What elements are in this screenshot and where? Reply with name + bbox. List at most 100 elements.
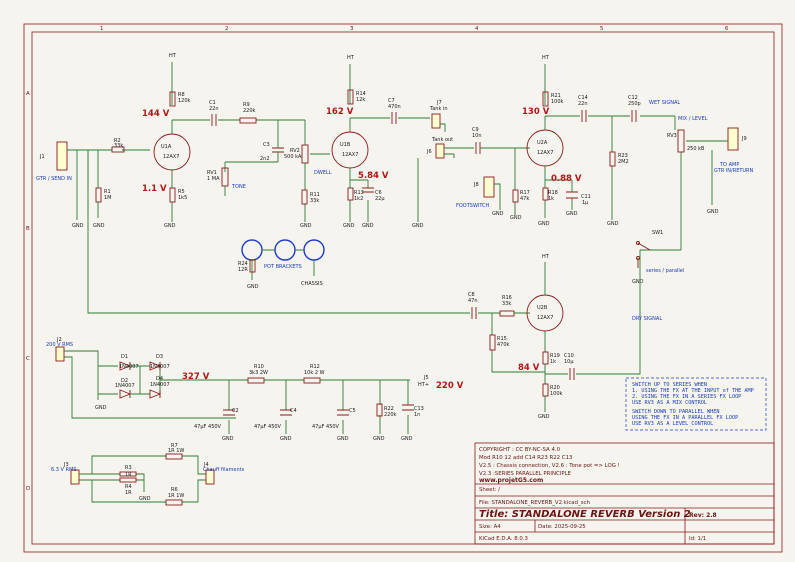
r9-val: 220k	[243, 108, 256, 114]
r9-ref: R9	[243, 102, 250, 108]
frame-row-labels: A B C D	[26, 91, 30, 492]
d3-ref: D3	[156, 354, 163, 360]
note-line-4: USE RV3 AS A MIX CONTROL	[632, 400, 707, 406]
c5-ref: C5	[349, 408, 356, 414]
r13-val: 1k2	[354, 196, 363, 202]
wet-signal-label: WET SIGNAL	[649, 100, 680, 106]
sheet-frame-inner	[31, 31, 775, 545]
j4-label: Chauff filaments	[203, 467, 245, 473]
r23-ref: R23	[618, 153, 628, 159]
r2-val: 33k	[114, 143, 123, 149]
psu-220v: 220 V	[436, 381, 464, 391]
j8-connector	[483, 176, 495, 198]
j3-ref: J3	[63, 462, 69, 468]
pot-label: POT BRACKETS	[264, 264, 302, 270]
stage-u2a: C9 10n R17 47k GND U2A 12AX7 HT R21 100k…	[472, 55, 680, 227]
r8-ref: R8	[178, 92, 185, 98]
r20-ref: R20	[550, 385, 560, 391]
gnd-label: GND	[280, 436, 292, 442]
c6-val: 22µ	[375, 196, 385, 202]
r12-val: 10k 2 W	[304, 370, 325, 376]
stage-u1b: U1B 12AX7 HT R14 12k 162 V 5.84 V R13 1k…	[326, 55, 504, 229]
v1b-cathode: 5.84 V	[358, 171, 389, 181]
gnd-label: GND	[607, 221, 619, 227]
r14-ref: R14	[356, 91, 366, 97]
r10-val: 3k3 2W	[249, 370, 268, 376]
j4-ref: J4	[203, 462, 209, 468]
gnd-label: GND	[337, 436, 349, 442]
note-line-1: SWITCH UP TO SERIES WHEN	[632, 382, 707, 388]
j5-ref: J5	[423, 375, 429, 381]
j7-label: Tank in	[429, 106, 448, 112]
tb-size: Size: A4	[479, 524, 501, 530]
u2b-tube	[526, 294, 564, 332]
c13-val: 1n	[414, 412, 420, 418]
gnd-label: GND	[510, 215, 522, 221]
j6-label: Tank out	[431, 137, 453, 143]
r5-val: 1k5	[178, 195, 187, 201]
r24-val: 12R	[238, 267, 248, 273]
u1b-val: 12AX7	[342, 152, 358, 158]
c3-val: 2n2	[260, 156, 270, 162]
r16-ref: R16	[502, 295, 512, 301]
stage-u2b: C8 47n R16 33k R15 470k U2B 12AX7 HT R19…	[87, 150, 662, 420]
tb-rev: Rev: 2.8	[689, 512, 717, 519]
c12-ref: C12	[628, 95, 638, 101]
r4-val: 1R	[125, 490, 132, 496]
u2a-val: 12AX7	[537, 150, 553, 156]
c2-val: 47µF 450V	[194, 424, 222, 430]
rv1-ref: RV1	[207, 170, 217, 176]
r19-val: 1k	[550, 359, 556, 365]
note-line-3: 2. USING THE FX IN A SERIES FX LOOP	[632, 394, 741, 400]
c7-ref: C7	[388, 98, 395, 104]
tb-sheet: Sheet: /	[479, 487, 500, 493]
title-block: COPYRIGHT : CC BY-NC-SA 4.0 Mod R10 12 a…	[474, 442, 775, 545]
c14-ref: C14	[578, 95, 588, 101]
d2-ref: D2	[121, 378, 128, 384]
r22-val: 220k	[384, 412, 397, 418]
gnd-label: GND	[247, 284, 259, 290]
tb-v25: V2.5 : Chassis connection, V2.6 : Tone p…	[479, 463, 620, 469]
r24-ref: R24	[238, 261, 248, 267]
u1a-val: 12AX7	[163, 154, 179, 160]
j1-ref: J1	[39, 154, 45, 160]
r11-val: 33k	[310, 198, 319, 204]
row-c: C	[26, 356, 30, 362]
c12-val: 250p	[628, 101, 641, 107]
r7-ref: R7	[171, 443, 178, 449]
j9-connector	[727, 127, 739, 151]
c5-val: 47µF 450V	[312, 424, 340, 430]
j9-label-2: GTR IN/RETURN	[714, 168, 754, 174]
c6-ref: C6	[375, 190, 382, 196]
r15-val: 470k	[497, 342, 510, 348]
r20-val: 100k	[550, 391, 563, 397]
note-line-7: USING THE FX IN A PARALLEL FX LOOP	[632, 415, 738, 421]
r21-ref: R21	[551, 93, 561, 99]
r23-val: 2M2	[618, 159, 629, 165]
v1a-cathode: 1.1 V	[142, 184, 167, 194]
v2a-plate: 130 V	[522, 107, 550, 117]
r6-val: 1R 1W	[168, 493, 184, 499]
c9-ref: C9	[472, 127, 479, 133]
j8-ref: J8	[473, 182, 479, 188]
j7-connector	[431, 113, 441, 129]
rv2-val: 500 kA	[284, 154, 302, 160]
j9-label-1: TO AMP	[719, 162, 739, 168]
r3-ref: R3	[125, 465, 132, 471]
gnd-label: GND	[139, 496, 151, 502]
j7-ref: J7	[436, 100, 442, 106]
col-5: 5	[600, 26, 603, 32]
u2b-ref: U2B	[537, 305, 548, 311]
tb-mod: Mod R10 12 add C14 R23 R22 C13	[479, 455, 572, 461]
j1-connector	[56, 141, 68, 171]
tb-file: File: STANDALONE_REVERB_V2.kicad_sch	[479, 500, 590, 506]
c4-val: 47µF 450V	[254, 424, 282, 430]
gnd-label: GND	[538, 414, 550, 420]
gnd-label: GND	[164, 223, 176, 229]
col-3: 3	[350, 26, 353, 32]
mix-label: MIX / LEVEL	[678, 116, 708, 122]
r7-val: 1R 1W	[168, 448, 184, 454]
j9-ref: J9	[741, 136, 747, 142]
j3-connector	[70, 469, 80, 485]
j2-ref: J2	[56, 337, 62, 343]
